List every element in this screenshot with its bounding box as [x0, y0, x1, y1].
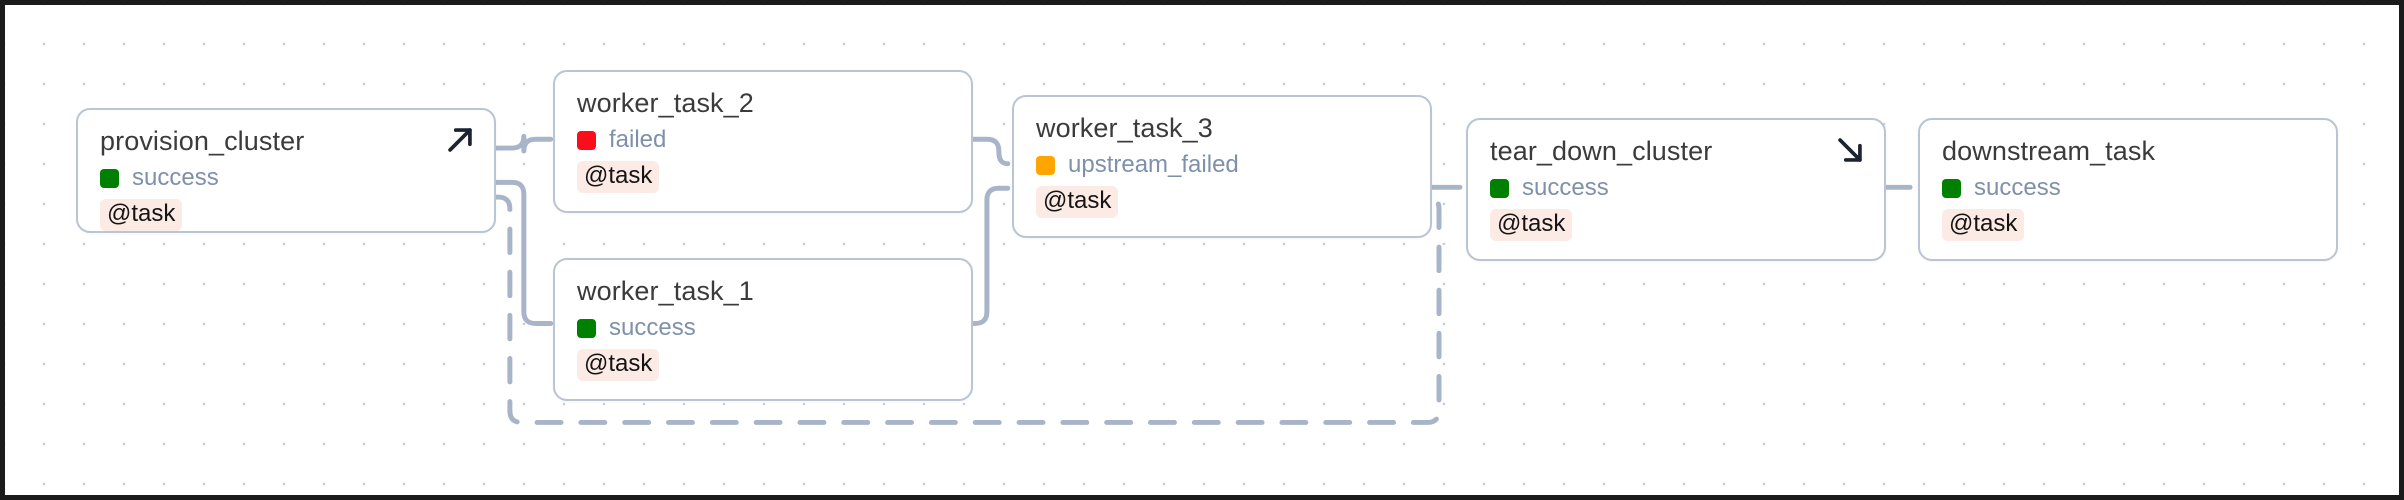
node-decorator-tag: @task — [577, 161, 660, 193]
node-status-row: failed — [577, 128, 949, 152]
status-chip-upstream-failed — [1036, 155, 1055, 175]
node-tag-row: @task — [1036, 186, 1408, 218]
node-status-label: failed — [609, 126, 667, 154]
dag-node-worker-task-3[interactable]: worker_task_3 upstream_failed @task — [1012, 95, 1432, 238]
node-status-row: success — [1942, 176, 2314, 200]
node-status-label: success — [609, 314, 696, 342]
edge-worker-task-1-to-worker-task-3 — [966, 185, 1011, 326]
status-chip-failed — [577, 130, 596, 150]
edge-worker-task-2-to-worker-task-3 — [966, 136, 1011, 167]
node-title: tear_down_cluster — [1490, 136, 1713, 166]
node-decorator-tag: @task — [1036, 186, 1119, 218]
dag-node-provision-cluster[interactable]: provision_cluster success @task — [76, 108, 496, 233]
node-status-label: upstream_failed — [1068, 151, 1239, 179]
status-chip-success — [1942, 178, 1961, 198]
node-title: downstream_task — [1942, 136, 2156, 166]
node-decorator-tag: @task — [1942, 209, 2025, 241]
status-chip-success — [1490, 178, 1509, 198]
node-title: provision_cluster — [100, 126, 305, 156]
arrow-down-right-icon[interactable] — [1833, 133, 1867, 167]
node-decorator-tag: @task — [1490, 209, 1573, 241]
node-status-row: success — [577, 316, 949, 340]
node-title: worker_task_2 — [577, 88, 754, 118]
node-tag-row: @task — [1942, 209, 2314, 241]
node-decorator-tag: @task — [100, 199, 183, 231]
dag-node-worker-task-1[interactable]: worker_task_1 success @task — [553, 258, 973, 401]
dag-node-downstream-task[interactable]: downstream_task success @task — [1918, 118, 2338, 261]
node-title: worker_task_3 — [1036, 113, 1213, 143]
node-title: worker_task_1 — [577, 276, 754, 306]
node-tag-row: @task — [100, 199, 472, 231]
node-status-label: success — [132, 164, 219, 192]
node-status-row: upstream_failed — [1036, 153, 1408, 177]
node-tag-row: @task — [577, 161, 949, 193]
node-status-label: success — [1974, 174, 2061, 202]
node-status-row: success — [100, 166, 472, 190]
node-tag-row: @task — [577, 349, 949, 381]
edge-provision-cluster-to-worker-task-1 — [491, 179, 554, 326]
node-decorator-tag: @task — [577, 349, 660, 381]
edge-provision-cluster-to-worker-task-2 — [494, 135, 551, 151]
node-status-row: success — [1490, 176, 1862, 200]
node-status-label: success — [1522, 174, 1609, 202]
status-chip-success — [100, 168, 119, 188]
arrow-up-right-icon[interactable] — [443, 123, 477, 157]
edge-provision-cluster-to-worker-task-2-path — [491, 133, 554, 154]
node-tag-row: @task — [1490, 209, 1862, 241]
dag-node-worker-task-2[interactable]: worker_task_2 failed @task — [553, 70, 973, 213]
dag-node-tear-down-cluster[interactable]: tear_down_cluster success @task — [1466, 118, 1886, 261]
status-chip-success — [577, 318, 596, 338]
